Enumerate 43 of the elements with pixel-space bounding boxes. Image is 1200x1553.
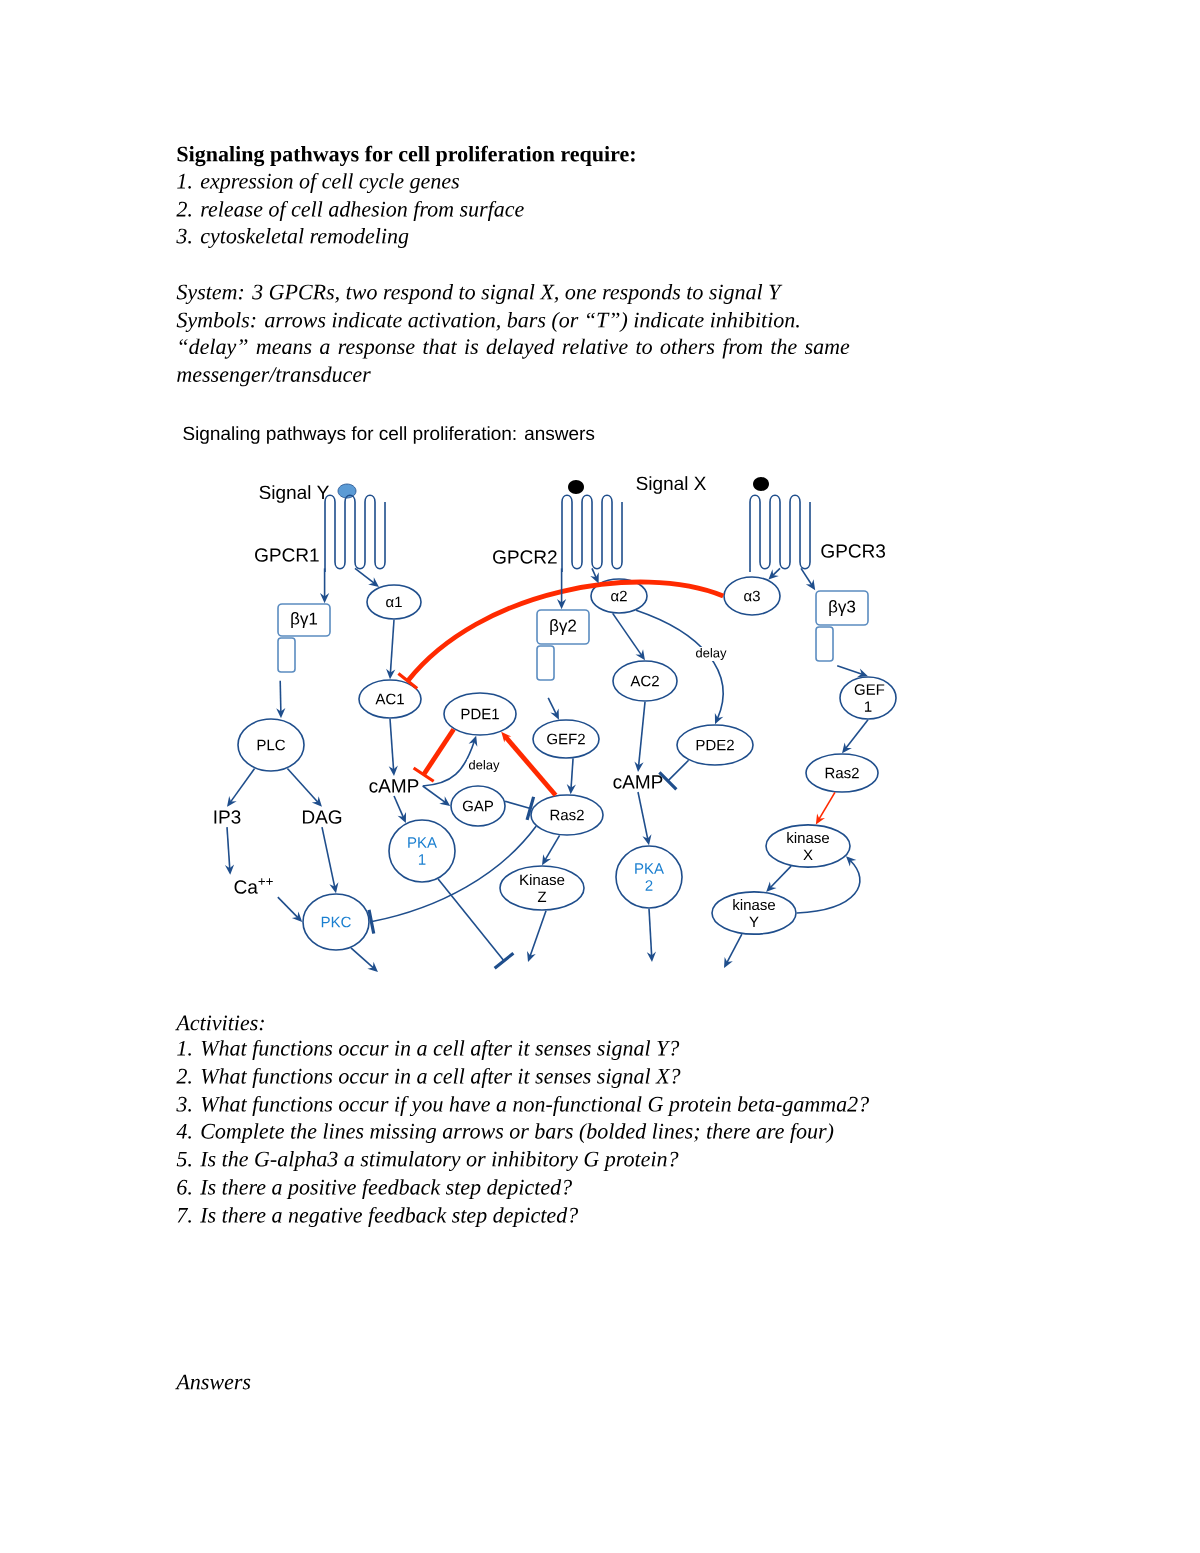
- inhibition-line: [658, 759, 690, 791]
- diagram-heading: Signaling pathways for cell proliferation: answers: [183, 426, 595, 444]
- subunit-box: βγ1: [277, 603, 331, 673]
- signal-label: Signal X: [636, 476, 706, 494]
- arrow: [768, 567, 781, 580]
- list-item: 1. expression of cell cycle genes: [177, 172, 459, 194]
- messenger-label: IP3: [214, 810, 241, 824]
- question-text: 4. Complete the lines missing arrows or bars (bolded lines; there are four): [176, 1122, 834, 1144]
- messenger-label: cAMP: [613, 775, 663, 789]
- question-text: 3. What functions occur if you have a non-functional G protein beta-gamma2?: [176, 1095, 869, 1117]
- messenger-label: Ca$^{++}$: [234, 878, 273, 894]
- inhibition-line: [437, 878, 515, 970]
- arrow: [227, 767, 256, 807]
- question-text: 5. Is the G-alpha3 a stimulatory or inhibitory G protein?: [176, 1151, 679, 1171]
- list-item: 2. release of cell adhesion from surface: [176, 200, 524, 222]
- arrow: [796, 856, 861, 914]
- inhibition-line: [367, 825, 537, 934]
- messenger-label: DAG: [303, 810, 342, 824]
- question-text: 2. What functions occur in a cell after it senses signal X?: [176, 1067, 681, 1089]
- signal-label: Signal Y: [259, 485, 329, 503]
- heading: Signaling pathways for cell proliferation require:: [177, 145, 635, 167]
- question-text: 7. Is there a negative feedback step depicted?: [177, 1206, 579, 1228]
- arrow: [766, 865, 792, 892]
- arrow: [724, 933, 743, 968]
- edge-label: delay: [467, 758, 501, 774]
- list-item: 3. cytoskeletal remodeling: [176, 228, 409, 248]
- subunit-box: βγ3: [815, 590, 869, 662]
- arrow: [286, 767, 322, 807]
- inhibition-line: [397, 579, 724, 690]
- messenger-label: cAMP: [369, 779, 419, 793]
- question-text: 1. What functions occur in a cell after it senses signal Y?: [177, 1039, 680, 1061]
- edge-label: delay: [694, 646, 728, 662]
- arrow: [354, 567, 379, 587]
- note-text: Symbols: arrows indicate activation, bars (or “T”) indicate inhibition.: [176, 312, 799, 332]
- note-text: System: 3 GPCRs, two respond to signal X, one responds to signal Y: [176, 284, 783, 304]
- note-text: “delay” means a response that is delayed relative to others from the same messenger/transducer: [177, 338, 850, 387]
- arrow: [350, 947, 378, 972]
- receptor: GPCR3: [749, 494, 885, 573]
- subunit-box: βγ2: [536, 609, 590, 681]
- section-heading: Answers: [175, 1374, 251, 1390]
- question-text: 6. Is there a positive feedback step depicted?: [177, 1178, 572, 1200]
- section-heading: Activities:: [175, 1015, 264, 1031]
- receptor: GPCR2: [493, 494, 623, 573]
